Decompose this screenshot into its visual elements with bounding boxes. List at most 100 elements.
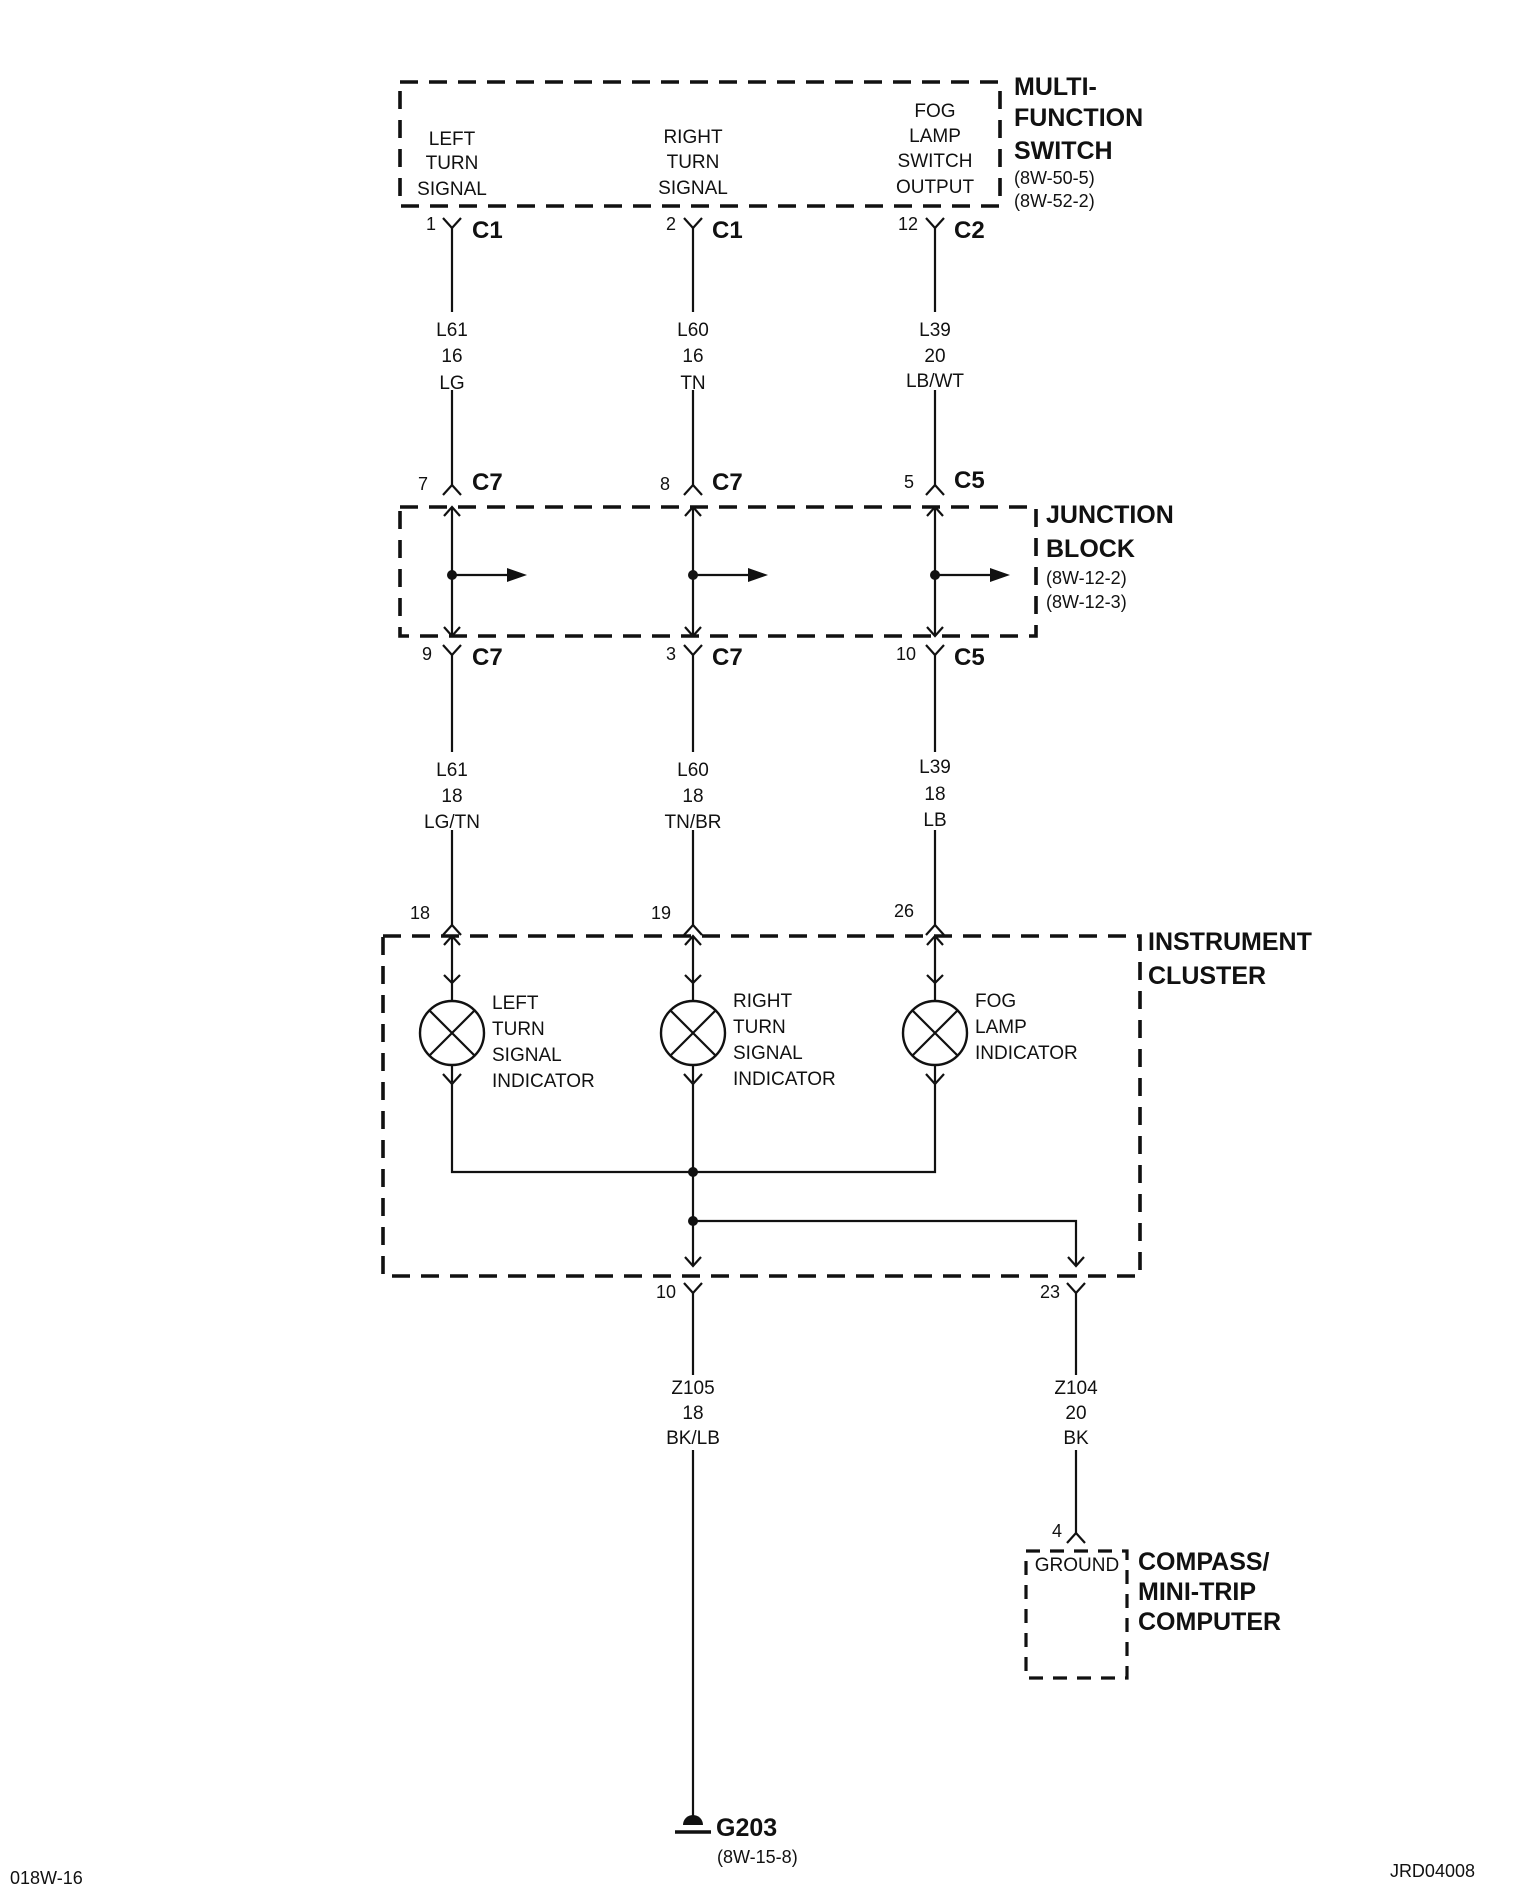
- cluster-title-1: INSTRUMENT: [1148, 928, 1312, 956]
- junction-ref-2: (8W-12-3): [1046, 592, 1127, 612]
- wire-gauge: 18: [682, 1403, 703, 1424]
- connector-id: C5: [954, 644, 985, 671]
- pin-number: 3: [666, 644, 676, 664]
- upper-wires: L61 16 LG L60 16 TN L39 20 LB/WT: [436, 228, 964, 485]
- cluster-ground-bus: [450, 1084, 1085, 1268]
- ground-g203: G203 (8W-15-8): [675, 1814, 798, 1867]
- circuit-id: L60: [677, 320, 709, 341]
- pin-number: 8: [660, 474, 670, 494]
- footer-page-code: 018W-16: [10, 1868, 83, 1888]
- circuit-id: L60: [677, 760, 709, 781]
- wire-label-l60-16: L60 16 TN: [677, 320, 709, 394]
- lower-wires: Z105 18 BK/LB Z104 20 BK: [666, 1293, 1098, 1818]
- cluster-input-pin-19: 19: [651, 903, 703, 936]
- connector-id: C1: [472, 217, 503, 244]
- circuit-id: L61: [436, 320, 468, 341]
- footer-figure-code: JRD04008: [1390, 1861, 1475, 1881]
- compass-pin-4: 4: [1052, 1521, 1086, 1544]
- wire-label-z104: Z104 20 BK: [1054, 1378, 1098, 1449]
- wire-color: LG/TN: [424, 812, 480, 833]
- circuit-id: Z105: [671, 1378, 714, 1399]
- ground-label: G203: [716, 1814, 777, 1842]
- compass-dashed-outline: [1024, 1549, 1129, 1680]
- connector-id: C7: [472, 469, 503, 496]
- label-line: INDICATOR: [975, 1043, 1078, 1064]
- junction-block: JUNCTION BLOCK (8W-12-2) (8W-12-3) 7 C7 …: [398, 467, 1174, 671]
- wire-label-l61-18: L61 18 LG/TN: [424, 760, 480, 833]
- label-line: OUTPUT: [896, 177, 975, 198]
- cluster-title-2: CLUSTER: [1148, 962, 1266, 990]
- fog-lamp-indicator-lamp: FOG LAMP INDICATOR: [901, 983, 1078, 1086]
- label-line: SIGNAL: [733, 1043, 803, 1064]
- pin-number: 12: [898, 214, 918, 234]
- ground-pin-label: GROUND: [1035, 1555, 1119, 1576]
- right-turn-indicator-lamp: RIGHT TURN SIGNAL INDICATOR: [659, 983, 836, 1090]
- wire-gauge: 16: [441, 346, 462, 367]
- wire-gauge: 18: [441, 786, 462, 807]
- wire-color: LB: [923, 810, 946, 831]
- pin-number: 23: [1040, 1282, 1060, 1302]
- switch-pin-1: 1 C1: [426, 214, 503, 244]
- ground-symbol-icon: [675, 1815, 711, 1834]
- junction-top-pin-7: 7 C7: [418, 469, 503, 496]
- wire-color: TN: [680, 373, 705, 394]
- switch-title-3: SWITCH: [1014, 137, 1113, 165]
- junction-ref-1: (8W-12-2): [1046, 568, 1127, 588]
- ground-ref: (8W-15-8): [717, 1847, 798, 1867]
- switch-ref-1: (8W-50-5): [1014, 168, 1095, 188]
- label-line: LAMP: [909, 126, 961, 147]
- circuit-id: L61: [436, 760, 468, 781]
- connector-id: C7: [712, 469, 743, 496]
- connector-id: C2: [954, 217, 985, 244]
- label-line: SIGNAL: [492, 1045, 562, 1066]
- junction-internal-right: [926, 505, 1010, 638]
- junction-dashed-outline: [398, 505, 1038, 638]
- junction-title-1: JUNCTION: [1046, 501, 1174, 529]
- wire-color: LB/WT: [906, 371, 964, 392]
- wire-gauge: 18: [924, 784, 945, 805]
- cluster-output-pin-10: 10: [656, 1282, 703, 1302]
- instrument-cluster: INSTRUMENT CLUSTER 18 19 26 LEFT TURN SI…: [381, 901, 1312, 1302]
- switch-title-2: FUNCTION: [1014, 104, 1143, 132]
- pin-number: 10: [896, 644, 916, 664]
- switch-output-right-turn: RIGHT TURN SIGNAL: [658, 127, 728, 199]
- wire-label-l60-18: L60 18 TN/BR: [665, 760, 722, 833]
- wire-label-l61-16: L61 16 LG: [436, 320, 468, 394]
- wire-label-z105: Z105 18 BK/LB: [666, 1378, 720, 1449]
- label-line: RIGHT: [733, 991, 793, 1012]
- label-line: LAMP: [975, 1017, 1027, 1038]
- junction-internal-middle: [684, 505, 768, 638]
- wire-color: BK: [1063, 1428, 1089, 1449]
- wire-gauge: 16: [682, 346, 703, 367]
- switch-title-1: MULTI-: [1014, 73, 1097, 101]
- label-line: SWITCH: [898, 151, 973, 172]
- label-line: TURN: [733, 1017, 786, 1038]
- left-turn-indicator-lamp: LEFT TURN SIGNAL INDICATOR: [418, 983, 595, 1092]
- wire-gauge: 20: [1065, 1403, 1086, 1424]
- pin-number: 7: [418, 474, 428, 494]
- compass-title-2: MINI-TRIP: [1138, 1578, 1256, 1606]
- pin-number: 19: [651, 903, 671, 923]
- compass-mini-trip-computer: 4 GROUND COMPASS/ MINI-TRIP COMPUTER: [1024, 1521, 1281, 1680]
- label-line: INDICATOR: [492, 1071, 595, 1092]
- pin-number: 9: [422, 644, 432, 664]
- compass-title-1: COMPASS/: [1138, 1548, 1270, 1576]
- connector-id: C7: [472, 644, 503, 671]
- pin-number: 1: [426, 214, 436, 234]
- cluster-dashed-outline: [381, 934, 1142, 1278]
- right-lamp-stub: [684, 934, 702, 985]
- label-line: FOG: [975, 991, 1016, 1012]
- cluster-input-pin-26: 26: [894, 901, 945, 936]
- middle-wires: L61 18 LG/TN L60 18 TN/BR L39 18 LB: [424, 655, 951, 925]
- connector-id: C7: [712, 644, 743, 671]
- connector-id: C1: [712, 217, 743, 244]
- label-line: SIGNAL: [417, 179, 487, 200]
- wire-color: TN/BR: [665, 812, 722, 833]
- switch-output-left-turn: LEFT TURN SIGNAL: [417, 129, 487, 200]
- switch-ref-2: (8W-52-2): [1014, 191, 1095, 211]
- pin-number: 2: [666, 214, 676, 234]
- pin-number: 10: [656, 1282, 676, 1302]
- multi-function-switch: MULTI- FUNCTION SWITCH (8W-50-5) (8W-52-…: [398, 73, 1143, 244]
- circuit-id: L39: [919, 757, 951, 778]
- label-line: TURN: [667, 152, 720, 173]
